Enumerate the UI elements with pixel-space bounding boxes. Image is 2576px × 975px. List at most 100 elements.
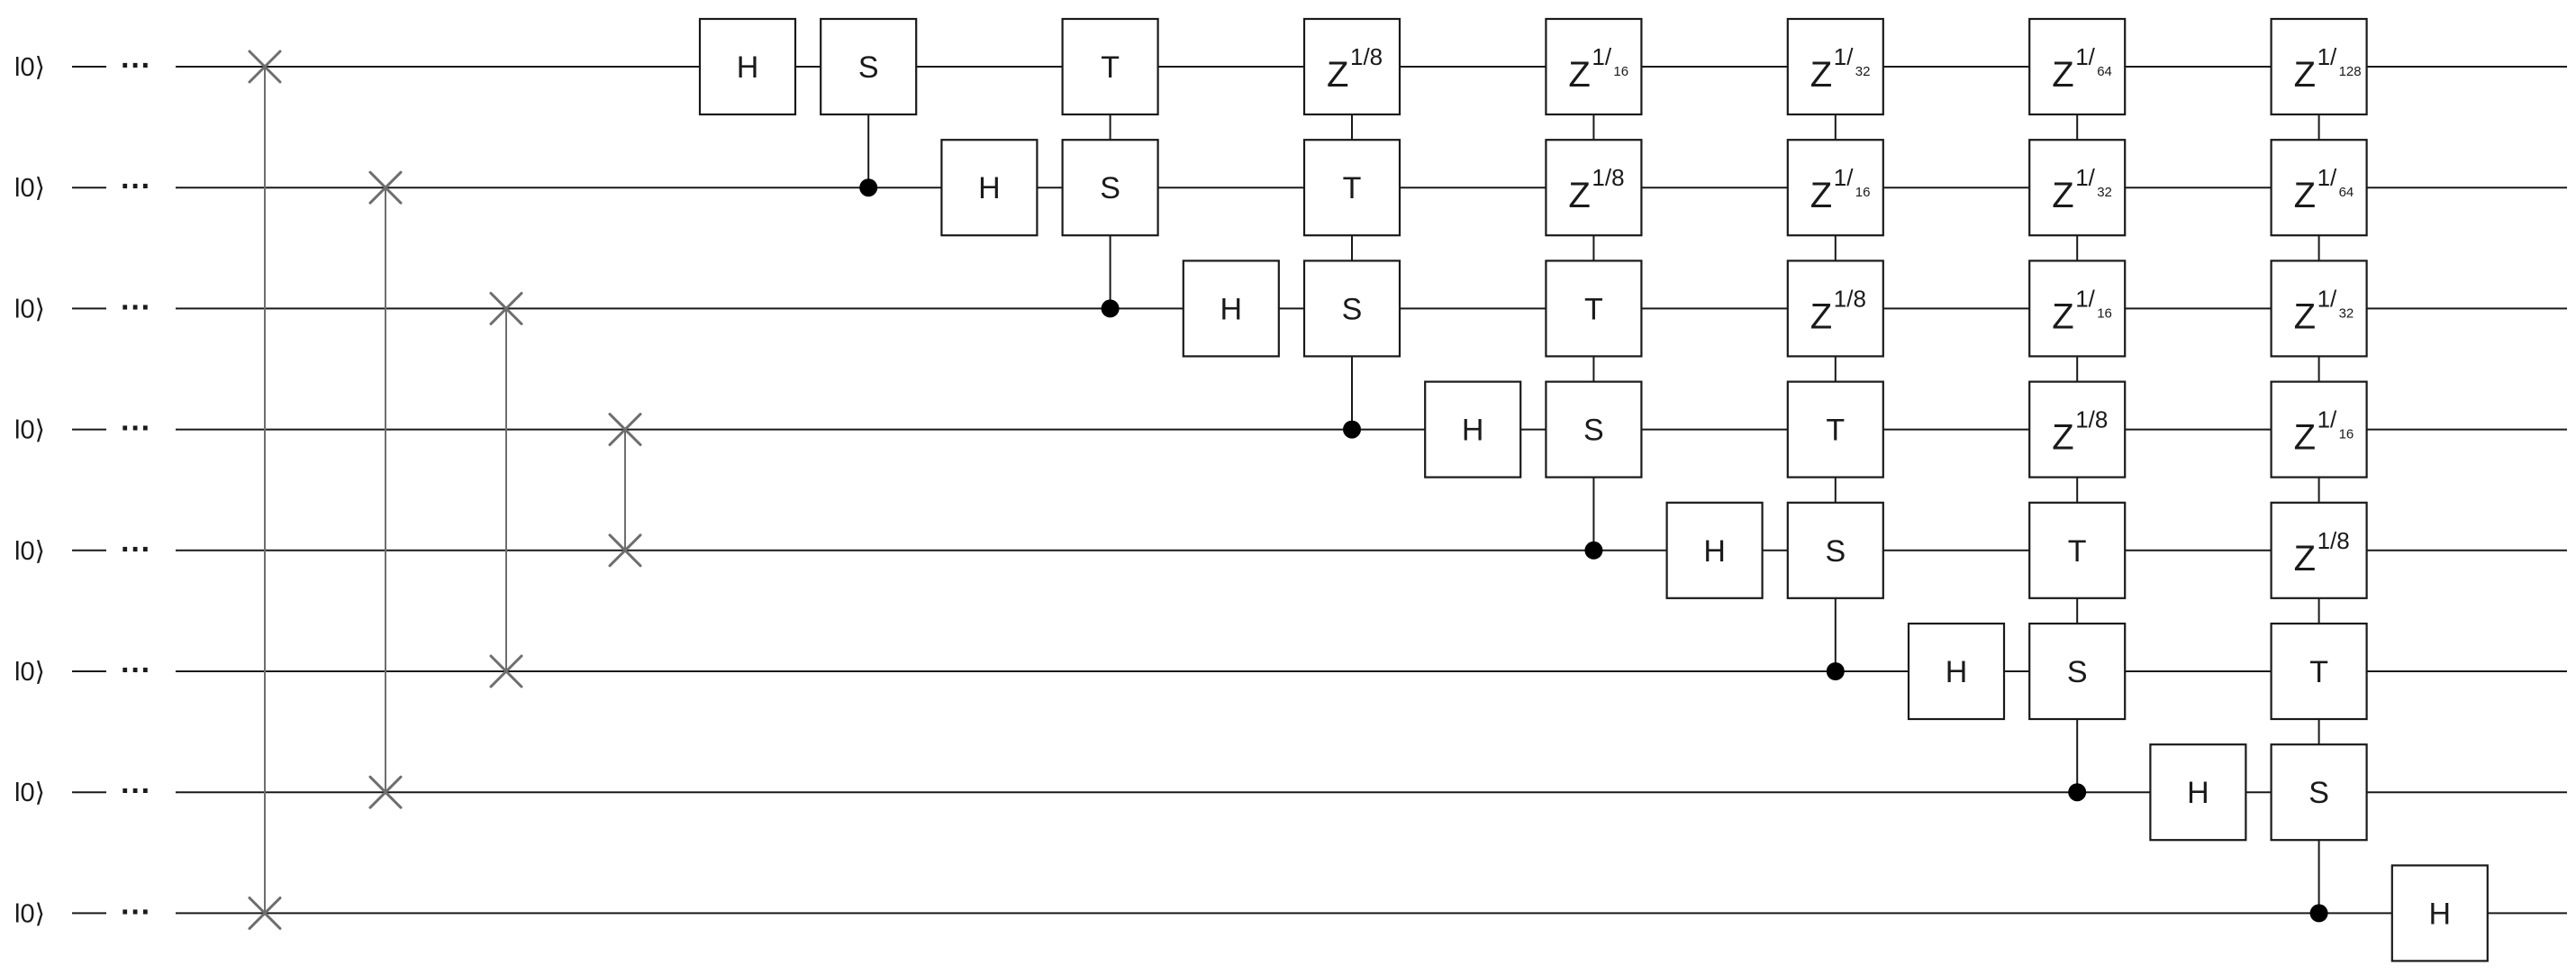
gate-label: Z — [2294, 296, 2316, 336]
gate-label: H — [737, 50, 759, 85]
gate-box — [1424, 380, 1522, 478]
gate-box — [2270, 622, 2368, 721]
gate-label: H — [1946, 655, 1968, 689]
control-dot — [1101, 299, 1120, 318]
gate-box — [1786, 17, 1884, 116]
gate-label: S — [1825, 534, 1846, 569]
gate-label: S — [2067, 655, 2088, 689]
gate-label: T — [2309, 655, 2328, 689]
gate-label: T — [1101, 50, 1120, 85]
gate-box — [2270, 260, 2368, 358]
gate-label: T — [2068, 534, 2087, 569]
connectors-layer — [264, 67, 2320, 914]
gate-box — [1302, 17, 1401, 116]
swap-x-mark — [608, 413, 642, 447]
swap-x-mark — [368, 170, 403, 205]
gate-box — [940, 139, 1039, 237]
swap-x-mark — [248, 896, 282, 930]
ellipsis: ··· — [121, 412, 151, 446]
gate-h: H — [1182, 260, 1280, 358]
gate-exponent: 1/8 — [1592, 164, 1624, 191]
gate-label: Z — [2294, 176, 2316, 215]
gate-label: Z — [1810, 55, 1832, 95]
gate-h: H — [1907, 622, 2006, 721]
gate-box — [1182, 260, 1280, 358]
gate-box — [1665, 501, 1764, 599]
gate-exponent-denominator: 64 — [2339, 185, 2354, 200]
gate-exponent: 1/ — [2317, 43, 2337, 70]
gate-box — [1302, 139, 1401, 237]
gate-exponent: 1/ — [1834, 43, 1854, 70]
gate-exponent: 1/ — [2075, 43, 2095, 70]
gate-t: T — [2028, 501, 2127, 599]
ellipsis: ··· — [121, 653, 151, 688]
control-dot — [1584, 541, 1603, 560]
gate-exponent-denominator: 16 — [2097, 305, 2112, 321]
gate-box — [820, 17, 918, 116]
gate-label: S — [1342, 292, 1363, 326]
gate-box — [1786, 380, 1884, 478]
gate-t: T — [2270, 622, 2368, 721]
swap-x-mark — [368, 775, 403, 809]
ellipsis: ··· — [121, 290, 151, 324]
gate-box — [1786, 260, 1884, 358]
gate-label: Z — [1810, 176, 1832, 215]
gate-t: T — [1061, 17, 1159, 116]
gate-s: S — [2270, 743, 2368, 842]
gate-box — [1302, 260, 1401, 358]
gate-box — [698, 17, 797, 116]
gate-label: Z — [1327, 55, 1348, 95]
gate-label: Z — [2294, 539, 2316, 579]
gate-label: Z — [2294, 418, 2316, 458]
gate-box — [1545, 139, 1643, 237]
ellipsis: ··· — [121, 895, 151, 929]
qubit-label: l0⟩ — [14, 416, 45, 445]
gate-exponent: 1/ — [2075, 285, 2095, 312]
gate-s: S — [2028, 622, 2127, 721]
gate-box — [1786, 501, 1884, 599]
control-dot — [1343, 420, 1361, 439]
gate-exponent: 1/ — [2317, 164, 2337, 191]
swap-x-mark — [489, 654, 523, 688]
ellipsis: ··· — [121, 774, 151, 808]
gate-label: S — [1100, 171, 1120, 205]
gate-t: T — [1786, 380, 1884, 478]
gate-box — [1545, 17, 1643, 116]
gate-s: S — [1545, 380, 1643, 478]
gate-box — [1061, 17, 1159, 116]
control-dot — [1826, 662, 1845, 680]
qubit-label: l0⟩ — [14, 779, 45, 807]
gate-label: S — [2308, 776, 2329, 810]
gate-label: H — [1703, 534, 1726, 569]
gate-label: H — [1220, 292, 1243, 326]
gate-s: S — [820, 17, 918, 116]
gate-exponent: 1/ — [1834, 164, 1854, 191]
gate-box — [2028, 380, 2127, 478]
gate-s: S — [1061, 139, 1159, 237]
gate-label: S — [1583, 414, 1604, 448]
qubit-label: l0⟩ — [14, 658, 45, 687]
gate-h: H — [698, 17, 797, 116]
ellipsis: ··· — [121, 169, 151, 204]
gate-exponent: 1/8 — [2075, 406, 2108, 433]
gate-box — [2028, 260, 2127, 358]
qubit-label: l0⟩ — [14, 295, 45, 323]
gate-exponent: 1/ — [2317, 285, 2337, 312]
gate-label: Z — [1568, 55, 1590, 95]
control-dot — [859, 178, 878, 197]
gate-exponent-denominator: 32 — [2339, 305, 2354, 321]
